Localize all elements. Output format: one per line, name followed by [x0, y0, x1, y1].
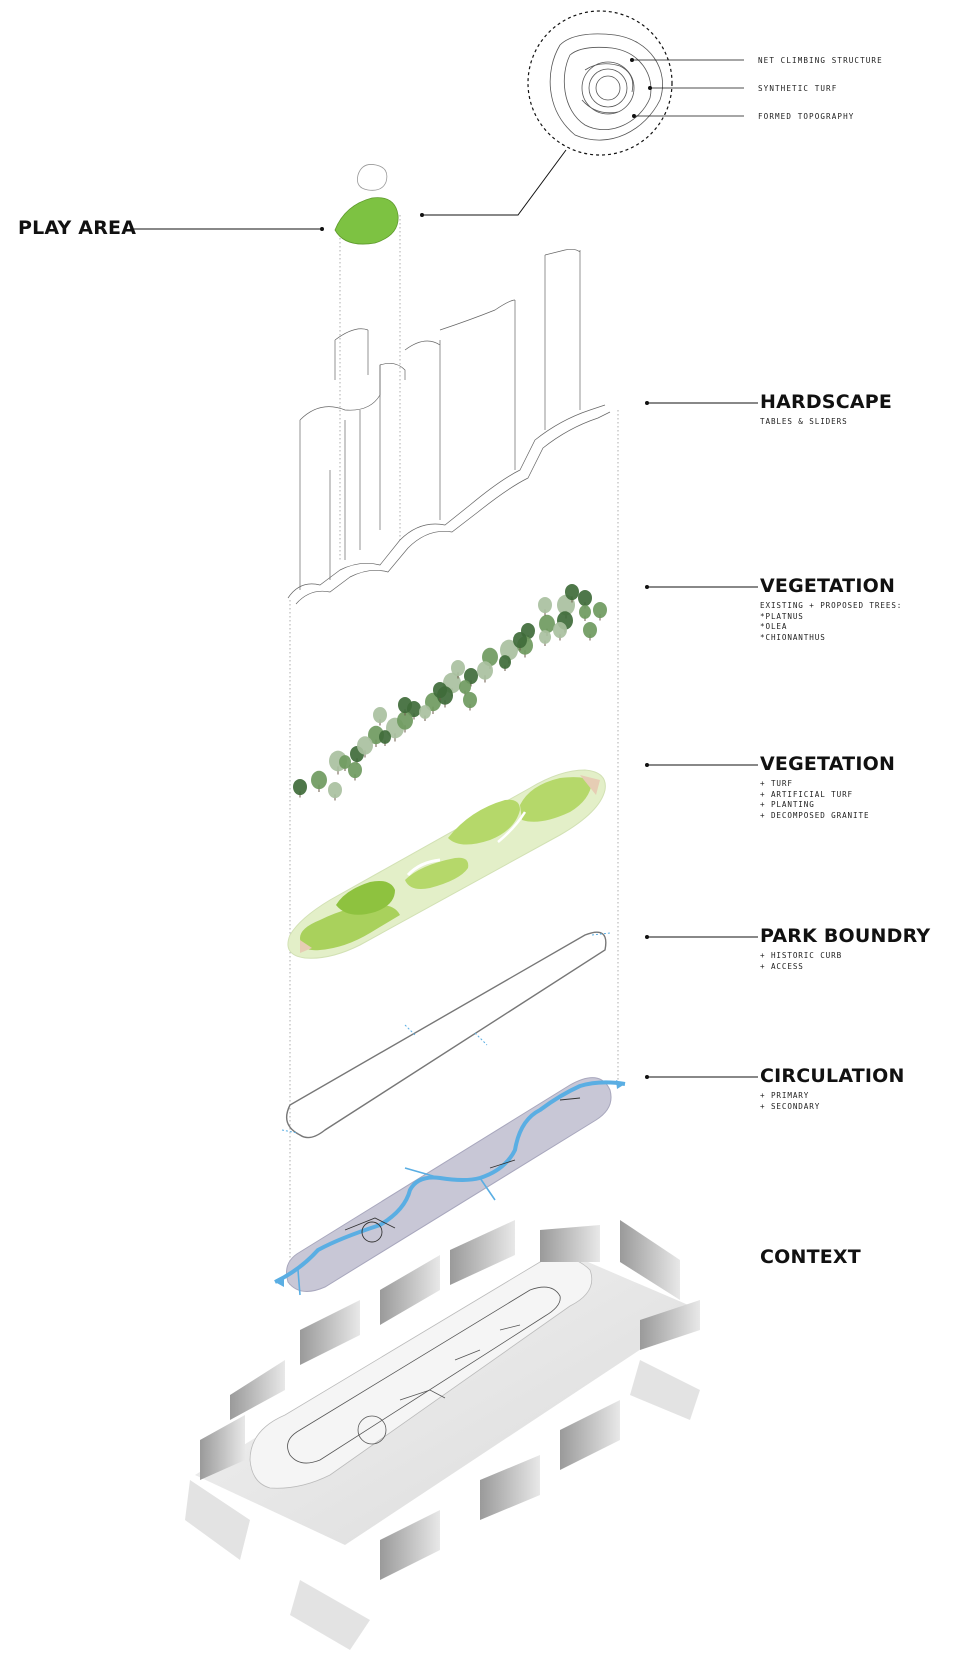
- circulation-notes: + PRIMARY + SECONDARY: [760, 1091, 820, 1112]
- circulation-note: + SECONDARY: [760, 1101, 821, 1111]
- tree-icon: [339, 755, 351, 771]
- trees-note: EXISTING + PROPOSED TREES:: [760, 601, 903, 610]
- tree-icon: [373, 706, 387, 726]
- trees-note: *PLATNUS: [760, 611, 804, 621]
- trees-note: *CHIONANTHUS: [760, 632, 826, 642]
- tree-icon: [451, 659, 465, 679]
- circulation-title: CIRCULATION: [760, 1065, 905, 1087]
- play-area-layer: [334, 164, 399, 245]
- tree-icon: [593, 601, 607, 621]
- hardscape-layer: [287, 248, 611, 605]
- tree-icon: [499, 655, 511, 671]
- ground-note: + TURF: [760, 779, 793, 788]
- tree-icon: [433, 681, 447, 701]
- boundary-note: + ACCESS: [760, 961, 804, 971]
- play-area-title: PLAY AREA: [18, 217, 137, 239]
- ground-note: + ARTIFICIAL TURF: [760, 789, 854, 799]
- circulation-note: + PRIMARY: [760, 1091, 810, 1100]
- tree-icon: [425, 692, 441, 714]
- tree-icon: [579, 605, 591, 621]
- tree-icon: [311, 770, 327, 792]
- tree-icon: [538, 596, 552, 616]
- detail-magnifier: [527, 10, 673, 156]
- tree-icon: [379, 730, 391, 746]
- hardscape-note: TABLES & SLIDERS: [760, 417, 848, 426]
- boundary-note: + HISTORIC CURB: [760, 951, 843, 960]
- detail-leader: [422, 149, 567, 216]
- vegetation-trees-layer: [293, 583, 607, 801]
- tree-icon: [419, 705, 431, 721]
- vegetation-ground-layer: [287, 769, 606, 959]
- vegetation-trees-title: VEGETATION: [760, 575, 896, 597]
- vegetation-trees-notes: EXISTING + PROPOSED TREES: *PLATNUS *OLE…: [760, 601, 902, 643]
- callout-formed-topography: FORMED TOPOGRAPHY: [758, 112, 855, 121]
- tree-icon: [583, 621, 597, 641]
- callout-net-climbing-structure: NET CLIMBING STRUCTURE: [758, 56, 883, 65]
- park-boundary-notes: + HISTORIC CURB + ACCESS: [760, 951, 842, 972]
- tree-icon: [464, 667, 478, 687]
- callout-synthetic-turf: SYNTHETIC TURF: [758, 84, 838, 93]
- leader-dot: [420, 213, 424, 217]
- ground-note: + DECOMPOSED GRANITE: [760, 810, 870, 820]
- tree-icon: [397, 711, 413, 733]
- context-layer: [185, 1220, 700, 1650]
- tree-icon: [553, 621, 567, 641]
- vegetation-ground-title: VEGETATION: [760, 753, 896, 775]
- projection-lines: [289, 215, 619, 1285]
- tree-icon: [513, 631, 527, 651]
- tree-icon: [357, 736, 373, 758]
- tree-icon: [348, 761, 362, 781]
- hardscape-title: HARDSCAPE: [760, 391, 893, 413]
- tree-icon: [398, 696, 412, 716]
- hardscape-notes: TABLES & SLIDERS: [760, 417, 848, 428]
- tree-icon: [565, 583, 579, 603]
- tree-icon: [293, 778, 307, 798]
- tree-icon: [539, 630, 551, 646]
- ground-note: + PLANTING: [760, 800, 815, 809]
- tree-icon: [477, 661, 493, 683]
- tree-icon: [328, 781, 342, 801]
- park-boundary-title: PARK BOUNDRY: [760, 925, 931, 947]
- circulation-layer: [274, 1077, 626, 1296]
- park-boundary-layer: [281, 931, 611, 1139]
- context-title: CONTEXT: [760, 1246, 861, 1268]
- detail-callout-leaders: [630, 58, 744, 119]
- trees-note: *OLEA: [760, 622, 788, 631]
- tree-icon: [463, 691, 477, 711]
- play-area-shape: [334, 197, 399, 245]
- vegetation-ground-notes: + TURF + ARTIFICIAL TURF + PLANTING + DE…: [760, 779, 869, 821]
